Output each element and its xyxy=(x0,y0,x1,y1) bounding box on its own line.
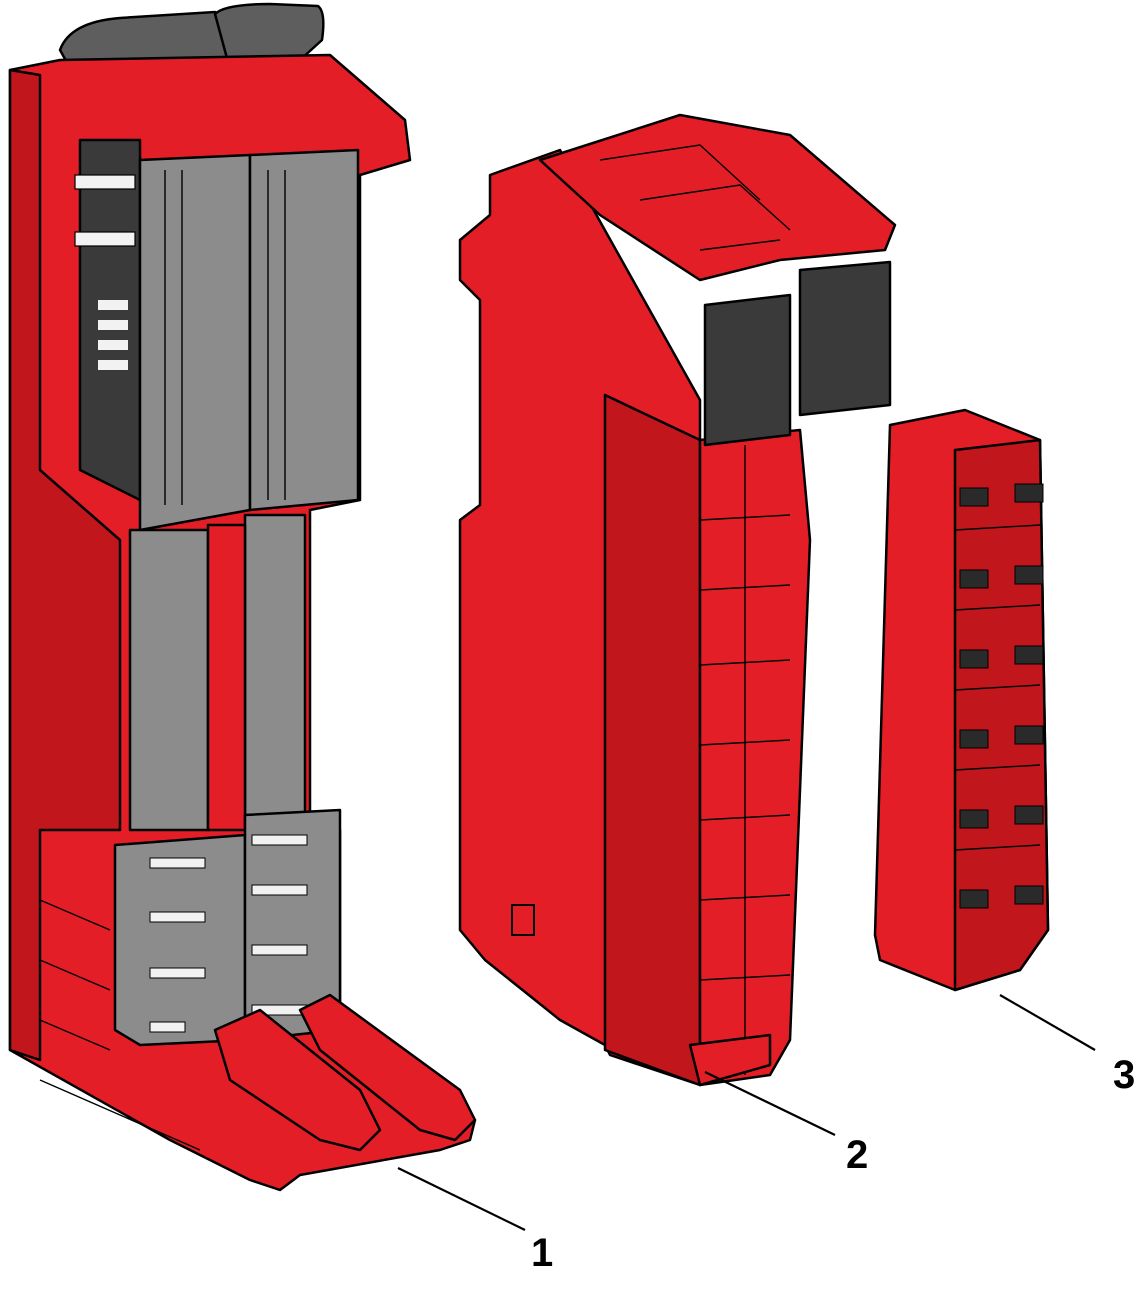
terminal-clamp xyxy=(959,889,989,909)
connector-slot xyxy=(98,360,128,370)
callout-number: 2 xyxy=(846,1133,868,1177)
terminal-clamp xyxy=(959,809,989,829)
base-side-rail xyxy=(8,68,122,1062)
terminal-clamp xyxy=(1014,483,1044,503)
callout-number: 3 xyxy=(1113,1053,1135,1097)
bus-base xyxy=(8,2,477,1192)
base-red-divider xyxy=(206,523,247,832)
callout-leader-line xyxy=(397,1167,526,1231)
base-foot xyxy=(213,1008,382,1152)
terminal-clamp xyxy=(959,487,989,507)
io-module xyxy=(458,113,897,1087)
base-gray-rail xyxy=(248,148,360,512)
module-label-window xyxy=(703,293,792,447)
base-foot xyxy=(298,993,477,1142)
terminal-clamp xyxy=(1014,725,1044,745)
terminal-clamps xyxy=(959,483,1044,909)
module-front-face xyxy=(603,393,702,1087)
terminal-clamp xyxy=(959,569,989,589)
connector-slot xyxy=(74,231,136,247)
base-gray-channel xyxy=(243,513,307,817)
terminal-clamp xyxy=(1014,805,1044,825)
terminal-clamp xyxy=(1014,565,1044,585)
callout-2: 2 xyxy=(704,1071,868,1177)
callout-leader-line xyxy=(704,1071,836,1136)
terminal-clamp xyxy=(959,649,989,669)
base-latch-handle xyxy=(213,2,325,64)
base-lower-connector xyxy=(113,833,247,1047)
connector-slot xyxy=(98,340,128,350)
connector-slot xyxy=(98,300,128,310)
callout-leader-line xyxy=(999,994,1096,1051)
base-gray-rail xyxy=(138,153,252,532)
terminal-clamp xyxy=(1014,885,1044,905)
callout-1: 1 xyxy=(397,1167,553,1275)
module-label-window xyxy=(798,260,892,417)
connector-slot xyxy=(98,320,128,330)
connector-slot xyxy=(74,174,136,190)
terminal-block xyxy=(873,408,1050,992)
module-side-notch xyxy=(511,904,535,936)
module-front-face xyxy=(698,428,812,1087)
base-gray-channel xyxy=(128,528,210,832)
terminal-clamp xyxy=(1014,645,1044,665)
module-bottom-connector xyxy=(688,1033,772,1087)
callout-3: 3 xyxy=(999,994,1135,1097)
terminal-clamp xyxy=(959,729,989,749)
callout-number: 1 xyxy=(531,1231,553,1275)
